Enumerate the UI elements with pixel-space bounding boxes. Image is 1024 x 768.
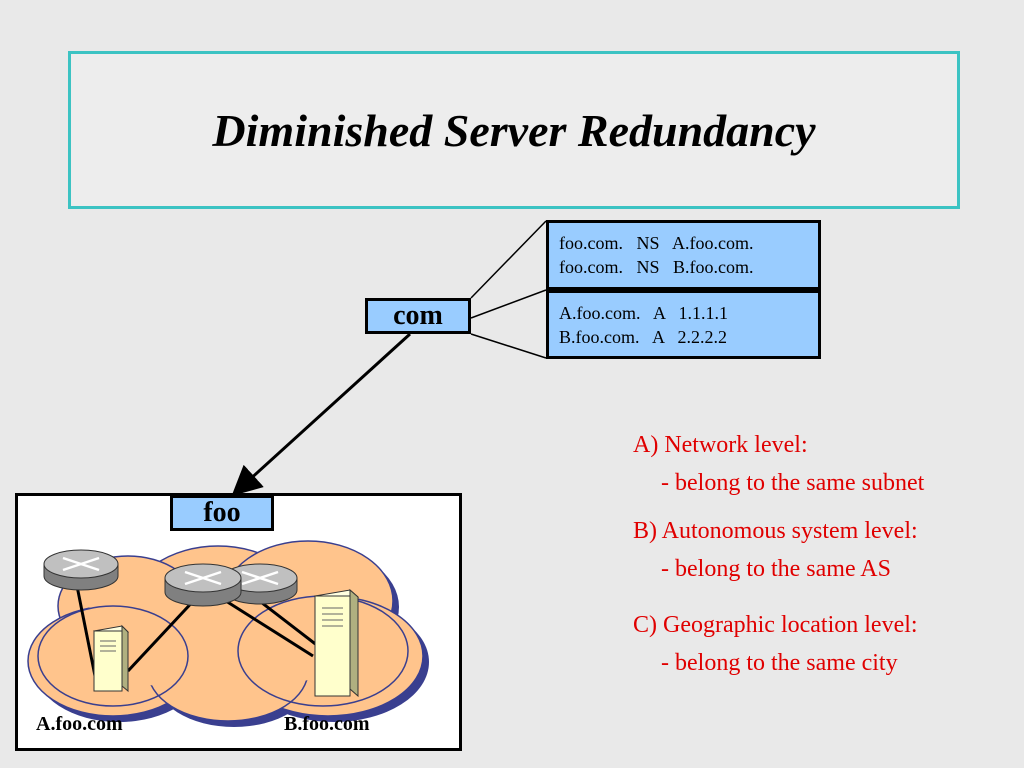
server-icon: [92, 624, 130, 693]
level-c-desc: - belong to the same city: [661, 650, 898, 676]
com-zone-box: com: [365, 298, 471, 334]
level-b-title: B) Autonomous system level:: [633, 518, 918, 544]
router-icon: [164, 563, 242, 607]
foo-zone-box: foo: [170, 495, 274, 531]
host-b-label: B.foo.com: [284, 713, 370, 735]
foo-label: foo: [203, 497, 241, 528]
com-to-a-bottom-line: [470, 333, 547, 359]
server-icon: [313, 588, 360, 698]
title-box: Diminished Server Redundancy: [68, 51, 960, 209]
slide-title: Diminished Server Redundancy: [212, 104, 816, 156]
cloud-fill: [68, 581, 368, 691]
com-to-records-mid-line: [470, 289, 547, 319]
a-record: A.foo.com. A 1.1.1.1: [559, 302, 728, 323]
com-to-foo-arrow: [231, 332, 412, 497]
host-a-label: A.foo.com: [36, 713, 123, 735]
ns-record: foo.com. NS A.foo.com.: [559, 233, 754, 253]
level-b-desc: - belong to the same AS: [661, 556, 891, 582]
router-icon: [43, 549, 119, 591]
level-a-desc: - belong to the same subnet: [661, 470, 925, 496]
a-record: B.foo.com. A 2.2.2.2: [559, 326, 728, 347]
ns-records-box: foo.com. NS A.foo.com. foo.com. NS B.foo…: [546, 220, 821, 290]
foo-zone-region: [15, 493, 462, 751]
ns-record: foo.com. NS B.foo.com.: [559, 257, 754, 277]
level-a-title: A) Network level:: [633, 432, 808, 458]
com-to-ns-top-line: [470, 220, 547, 299]
com-label: com: [393, 300, 443, 331]
network-illustration: [27, 540, 429, 727]
level-c-title: C) Geographic location level:: [633, 612, 918, 638]
a-records-box: A.foo.com. A 1.1.1.1 B.foo.com. A 2.2.2.…: [546, 290, 821, 359]
